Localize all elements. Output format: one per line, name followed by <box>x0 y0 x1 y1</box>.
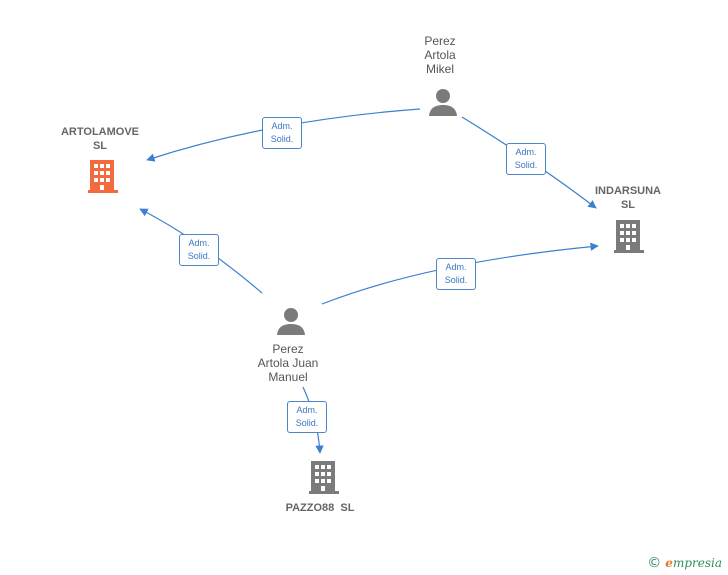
node-label-line: Perez <box>424 34 456 48</box>
node-label-line: Manuel <box>268 370 308 384</box>
edge-label-line: Solid. <box>187 251 211 261</box>
node-label-line: Perez <box>272 342 304 356</box>
building-icon[interactable] <box>309 461 339 494</box>
node-label-perez-mikel[interactable]: Perez Artola Mikel <box>400 34 480 76</box>
edge-label-line: Adm. <box>271 121 293 131</box>
edge-label-line: Solid. <box>514 160 538 170</box>
edge-label-line: Adm. <box>515 147 537 157</box>
building-icon[interactable] <box>614 220 644 253</box>
node-label-pazzo88[interactable]: PAZZO88 SL <box>270 501 370 515</box>
node-label-line: Artola Juan <box>257 356 319 370</box>
empresia-logo: ©empresia <box>647 555 722 571</box>
edge-label-line: Adm. <box>296 405 318 415</box>
person-icon[interactable] <box>277 308 305 335</box>
edge-label-line: Adm. <box>445 262 467 272</box>
node-label-indarsuna[interactable]: INDARSUNA SL <box>578 184 678 212</box>
node-label-line: SL <box>620 199 636 211</box>
building-icon[interactable] <box>88 160 118 193</box>
edge-label-line: Adm. <box>188 238 210 248</box>
node-label-line: INDARSUNA <box>595 185 661 197</box>
node-label-perez-juan[interactable]: Perez Artola Juan Manuel <box>243 342 333 384</box>
edge-label-line: Solid. <box>270 134 294 144</box>
edge-label-juan-artolamove[interactable]: Adm. Solid. <box>179 234 219 266</box>
person-icon[interactable] <box>429 89 457 116</box>
edge-label-line: Solid. <box>295 418 319 428</box>
node-label-line: PAZZO88 SL <box>285 502 355 514</box>
edge-label-mikel-indarsuna[interactable]: Adm. Solid. <box>506 143 546 175</box>
node-label-line: Artola <box>424 48 456 62</box>
edge-label-mikel-artolamove[interactable]: Adm. Solid. <box>262 117 302 149</box>
brand-initial: e <box>665 556 673 570</box>
copyright-icon: © <box>647 555 662 571</box>
node-label-line: ARTOLAMOVE <box>60 126 140 138</box>
node-label-artolamove[interactable]: ARTOLAMOVE SL <box>50 125 150 153</box>
edge-label-juan-pazzo88[interactable]: Adm. Solid. <box>287 401 327 433</box>
brand-name: mpresia <box>672 556 722 570</box>
node-label-line: SL <box>92 140 108 152</box>
edge-label-line: Solid. <box>444 275 468 285</box>
node-label-line: Mikel <box>425 62 454 76</box>
edge-label-juan-indarsuna[interactable]: Adm. Solid. <box>436 258 476 290</box>
